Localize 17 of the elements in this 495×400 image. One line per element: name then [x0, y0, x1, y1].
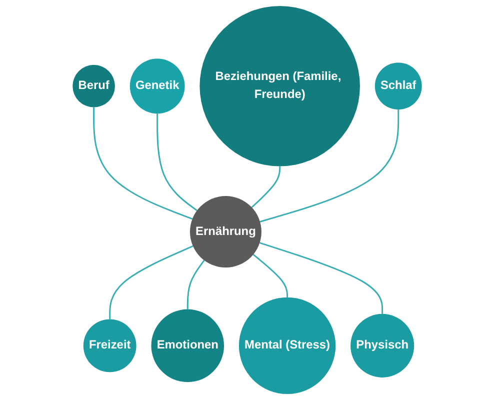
node-circle: Beziehungen (Familie, Freunde)	[200, 6, 360, 166]
connector	[253, 254, 288, 298]
connector	[260, 110, 400, 222]
connector	[109, 245, 194, 320]
connector	[252, 166, 281, 208]
connector	[260, 242, 384, 314]
node-circle: Mental (Stress)	[239, 297, 336, 394]
node-circle: Genetik	[130, 58, 186, 114]
node-circle: Ernährung	[190, 196, 262, 268]
node-circle: Emotionen	[151, 309, 224, 382]
node-circle: Beruf	[72, 64, 116, 108]
connector	[187, 260, 206, 310]
node-circle: Physisch	[350, 314, 414, 378]
node-circle: Schlaf	[375, 62, 422, 110]
connector	[156, 114, 198, 212]
node-circle: Freizeit	[84, 319, 137, 372]
connector	[93, 107, 193, 220]
